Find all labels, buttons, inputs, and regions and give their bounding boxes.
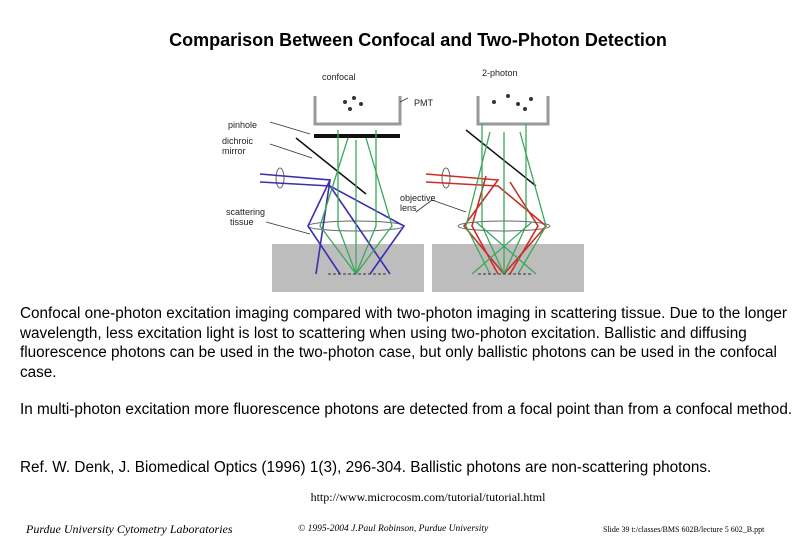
label-2photon: 2-photon: [482, 68, 518, 78]
dichroic-mirror-right: [465, 129, 537, 187]
label-scattering: scattering: [226, 207, 265, 217]
pmt-box-left: [313, 96, 402, 126]
tutorial-url[interactable]: http://www.microcosm.com/tutorial/tutori…: [310, 490, 546, 504]
label-pinhole: pinhole: [228, 120, 257, 130]
pinhole: [314, 134, 400, 138]
paragraph-comparison: Confocal one-photon excitation imaging c…: [20, 305, 787, 381]
paragraph-multiphoton: In multi-photon excitation more fluoresc…: [20, 401, 793, 418]
label-mirror: mirror: [222, 146, 246, 156]
footer-copyright: © 1995-2004 J.Paul Robinson, Purdue Univ…: [298, 524, 489, 534]
label-objective: objective: [400, 193, 436, 203]
footer-institution: Purdue University Cytometry Laboratories: [26, 522, 233, 536]
footer-slide-info: Slide 39 t:/classes/BMS 602B/lecture 5 6…: [603, 525, 765, 534]
dichroic-mirror-left: [295, 137, 367, 195]
label-tissue: tissue: [230, 217, 254, 227]
label-pmt: PMT: [414, 98, 434, 108]
paragraph-reference: Ref. W. Denk, J. Biomedical Optics (1996…: [20, 459, 712, 476]
label-confocal: confocal: [322, 72, 356, 82]
pmt-box-right: [476, 96, 550, 126]
label-dichroic: dichroic: [222, 136, 254, 146]
confocal-vs-2photon-diagram: confocal 2-photon PMT pinhole dichroic m…: [220, 62, 600, 294]
label-lens: lens: [400, 203, 417, 213]
slide-title: Comparison Between Confocal and Two-Phot…: [169, 30, 667, 50]
tissue-block-right: [432, 244, 584, 292]
